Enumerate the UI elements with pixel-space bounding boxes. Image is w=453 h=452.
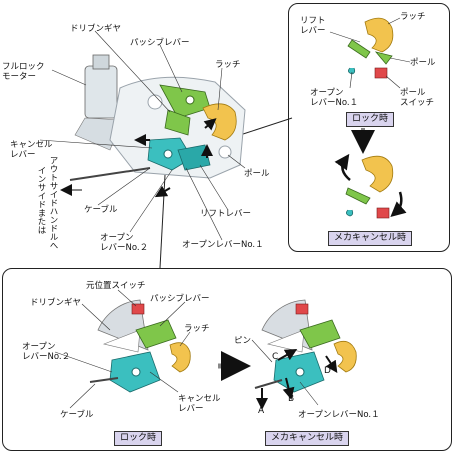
inset-label-latch: ラッチ xyxy=(400,12,426,22)
motor-housing xyxy=(74,54,123,151)
label-outside-handle-col2: インサイドまたは xyxy=(36,166,46,234)
cable-top xyxy=(69,167,151,181)
inset-label-pawl-switch: ポール スイッチ xyxy=(400,88,435,108)
bottom-mark-c: C xyxy=(272,352,279,362)
bottom-label-open-lever-no1: オープンレバーNo.１ xyxy=(298,410,380,420)
label-latch-top: ラッチ xyxy=(215,60,241,70)
label-drive-gear-top: ドリブンギヤ xyxy=(70,24,122,34)
bottom-caption-cancel: メカキャンセル時 xyxy=(265,431,350,446)
inset-panel xyxy=(288,3,450,252)
inset-caption-cancel: メカキャンセル時 xyxy=(328,231,413,246)
motion-arrows-top xyxy=(134,118,217,198)
label-lift-lever-top: リフトレバー xyxy=(200,209,252,219)
inset-lift-lever-lock xyxy=(347,39,371,59)
bottom-label-cable: ケーブル xyxy=(60,410,94,420)
inset-pawl-switch-lock xyxy=(374,67,388,79)
inset-label-lift-lever: リフト レバー xyxy=(300,16,326,36)
inset-rotate-arrow-e xyxy=(334,153,351,181)
label-outside-handle-col1: アウトサイドハンドルへ xyxy=(48,156,58,250)
bottom-mark-d: D xyxy=(324,366,331,376)
bottom-label-passive-lever: パッシブレバー xyxy=(150,294,210,304)
label-cable-top: ケーブル xyxy=(84,205,118,215)
inset-rotate-arrow-right xyxy=(390,191,407,217)
bottom-cable-cancel xyxy=(254,379,283,389)
inset-pawl-lock xyxy=(374,51,393,65)
label-passive-lever-top: パッシブレバー xyxy=(130,38,190,48)
bottom-label-open-lever-no2: オープン レバーNo.２ xyxy=(22,342,71,362)
label-cancel-lever-top: キャンセル レバー xyxy=(10,140,53,160)
bottom-connector xyxy=(159,174,166,269)
leader-lines-bottom xyxy=(54,289,319,409)
bottom-label-origin-switch: 元位置スイッチ xyxy=(86,281,146,291)
inset-mark-e: E xyxy=(340,160,346,170)
inset-caption-lock: ロック時 xyxy=(346,112,395,127)
inset-connector xyxy=(239,117,293,136)
bottom-origin-switch-cancel xyxy=(295,303,309,315)
bottom-latch-lock xyxy=(169,342,191,373)
label-pawl-top: ポール xyxy=(244,169,270,179)
bottom-latch-cancel xyxy=(333,340,357,373)
drive-gear-top xyxy=(164,109,191,136)
inset-label-pawl: ポール xyxy=(410,58,436,68)
bottom-label-pin: ピン xyxy=(234,336,252,346)
bottom-caption-lock: ロック時 xyxy=(114,431,163,446)
bottom-label-drive-gear: ドリブンギヤ xyxy=(30,298,82,308)
bottom-motion-arrows-cancel xyxy=(256,349,338,410)
inset-latch-cancel xyxy=(361,155,394,193)
inset-open-lever-lock xyxy=(348,67,356,75)
bottom-cable-lock xyxy=(89,377,119,383)
inset-latch-lock xyxy=(364,17,394,53)
bottom-passive-lever-cancel xyxy=(299,319,341,349)
inset-lever-cancel xyxy=(345,187,371,217)
cancel-lever-top xyxy=(147,137,193,171)
bottom-label-latch: ラッチ xyxy=(184,324,210,334)
inset-pawl-switch-cancel xyxy=(376,207,390,219)
bottom-mark-a: A xyxy=(258,406,265,416)
label-open-lever-no1-top: オープンレバーNo.１ xyxy=(182,240,264,250)
label-full-lock-motor: フルロック モーター xyxy=(2,62,45,82)
bottom-origin-switch-lock xyxy=(131,303,145,315)
bottom-passive-lever-lock xyxy=(135,319,177,349)
label-open-lever-no2-top: オープン レバーNo.２ xyxy=(100,233,149,253)
inset-label-open-lever-no1: オープン レバーNo.１ xyxy=(310,88,359,108)
bottom-mark-b: B xyxy=(288,394,295,404)
bottom-label-cancel-lever: キャンセル レバー xyxy=(178,394,221,414)
bottom-cancel-lever-lock xyxy=(109,351,161,393)
leader-lines-inset xyxy=(329,17,411,89)
leader-lines-top xyxy=(39,30,246,241)
